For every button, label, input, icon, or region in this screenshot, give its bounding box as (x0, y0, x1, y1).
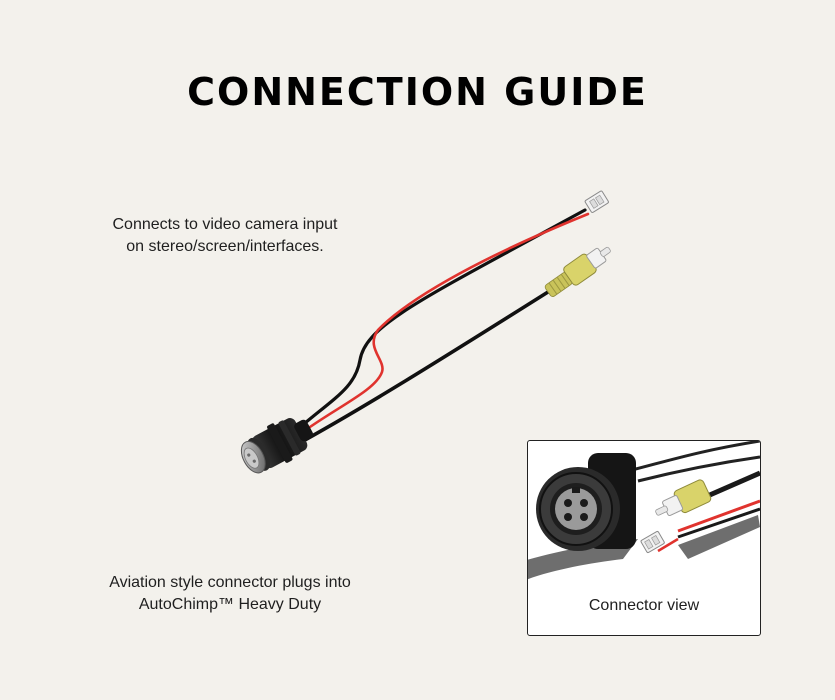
black-wire-upper (288, 208, 587, 438)
aviation-connector (240, 418, 314, 474)
aviation-connector-note-line-2: AutoChimp™ Heavy Duty (138, 596, 322, 613)
camera-input-note: Connects to video camera input on stereo… (80, 214, 370, 258)
jst-plug (584, 190, 609, 213)
camera-input-note-line-1: Connects to video camera input (112, 216, 338, 233)
red-wire (290, 212, 590, 442)
connector-view-inset: Connector view (527, 440, 761, 636)
aviation-connector-note-line-1: Aviation style connector plugs into (109, 574, 351, 591)
connector-view-illustration (528, 441, 760, 580)
camera-input-note-line-2: on stereo/screen/interfaces. (126, 238, 324, 255)
rca-plug (544, 246, 611, 297)
connector-view-caption: Connector view (588, 597, 700, 614)
page-title: CONNECTION GUIDE (187, 70, 648, 114)
black-wire-rca (292, 290, 550, 448)
aviation-connector-note: Aviation style connector plugs into Auto… (80, 572, 380, 616)
